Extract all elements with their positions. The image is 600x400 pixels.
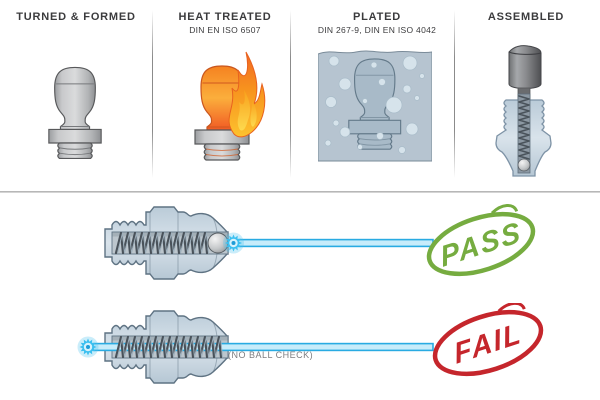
panel-divider [152, 10, 153, 178]
spring-icon [114, 231, 209, 255]
pass-stamp-text: PASS [438, 216, 524, 274]
heat-treated-fitting [194, 51, 266, 161]
light-beam [236, 238, 434, 248]
assembled-cutaway-icon [495, 45, 552, 177]
spring-icon [518, 95, 530, 160]
light-burst-icon [223, 232, 244, 254]
light-burst-icon [77, 336, 99, 358]
plating-block-icon [318, 50, 432, 162]
section-divider [0, 191, 600, 193]
plating-bubbles [324, 55, 425, 154]
check-ball-icon [517, 158, 531, 172]
driver-cap [508, 45, 542, 89]
spring-icon [114, 335, 223, 359]
grease-fitting-icon [48, 66, 102, 159]
no-ball-check-note: (NO BALL CHECK) [228, 350, 314, 360]
pass-stamp-icon: PASS [426, 203, 536, 277]
flames-icon [228, 51, 266, 138]
panel-divider [290, 10, 291, 178]
step-label-plated: PLATED [353, 11, 401, 23]
panel-divider [454, 10, 455, 178]
step-label-heat-treated: HEAT TREATED [178, 11, 272, 23]
step-label-assembled: ASSEMBLED [487, 11, 565, 23]
fail-stamp-icon: FAIL [432, 303, 544, 377]
step-label-turned-formed: TURNED & FORMED [16, 11, 136, 23]
ball-check-pass-row: PASS [104, 203, 536, 280]
step-standard-heat-treated: DIN EN ISO 6507 [189, 25, 261, 35]
ball-check-fail-row: FAIL [77, 303, 544, 384]
step-standard-plated: DIN 267-9, DIN EN ISO 4042 [317, 25, 437, 35]
